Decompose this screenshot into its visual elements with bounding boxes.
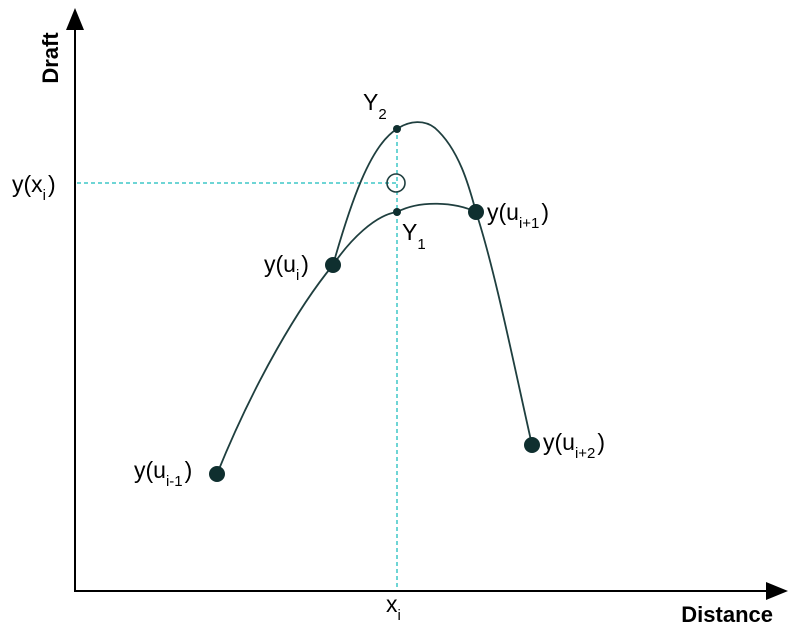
- x-axis-arrow: [766, 582, 788, 600]
- curve-lower: [216, 202, 477, 475]
- x-axis-title: Distance: [681, 602, 773, 627]
- label-Y2: Y2: [363, 89, 387, 123]
- point-y-u-i: [325, 257, 341, 273]
- y-axis-title: Draft: [38, 32, 63, 84]
- y-axis-arrow: [66, 8, 84, 30]
- point-y-u-i-minus-1: [209, 466, 225, 482]
- label-y-u-i-minus-1: y(ui-1): [134, 457, 192, 490]
- label-x-i: xi: [386, 591, 401, 624]
- label-y-u-i: y(ui): [264, 251, 309, 284]
- point-Y2: [393, 125, 401, 133]
- curve-upper: [332, 121, 533, 446]
- point-y-u-i-plus-2: [524, 437, 540, 453]
- point-y-u-i-plus-1: [468, 204, 484, 220]
- label-y-u-i-plus-2: y(ui+2): [543, 429, 605, 462]
- point-Y1: [393, 208, 401, 216]
- point-y-x-i-estimate: [386, 173, 406, 193]
- label-y-u-i-plus-1: y(ui+1): [487, 199, 549, 232]
- label-y-x-i: y(xi): [12, 171, 56, 204]
- label-Y1: Y1: [402, 219, 426, 253]
